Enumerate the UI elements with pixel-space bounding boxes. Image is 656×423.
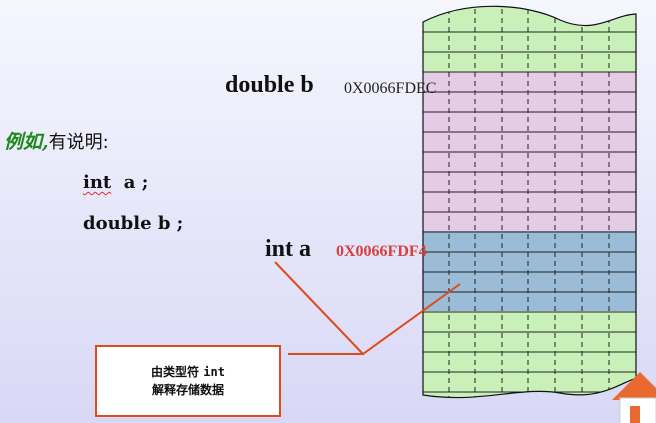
callout-box: 由类型符 int 解释存储数据 <box>95 345 281 417</box>
memory-free-bottom <box>423 311 636 398</box>
int-var-name: a ; <box>123 172 149 193</box>
memory-int-region <box>423 231 636 311</box>
house-logo-icon <box>612 372 656 423</box>
int-keyword: int <box>83 172 112 193</box>
example-prefix: 例如, <box>4 131 49 153</box>
double-var-address: 0X0066FDEC <box>344 80 437 97</box>
callout-line1-prefix: 由类型符 <box>151 365 200 379</box>
callout-line1: 由类型符 int <box>151 363 225 381</box>
int-var-label: int a <box>265 236 312 262</box>
declaration-double: double b ; <box>83 213 184 234</box>
memory-cells <box>423 6 636 398</box>
example-text: 有说明: <box>48 132 109 153</box>
callout-line2: 解释存储数据 <box>151 383 224 397</box>
declaration-int: int a ; <box>83 172 148 193</box>
example-line: 例如,有说明: <box>4 127 109 154</box>
int-var-address: 0X0066FDF4 <box>336 243 427 260</box>
callout-type: int <box>203 365 225 379</box>
memory-outline <box>422 5 637 399</box>
double-var-label: double b <box>225 72 314 98</box>
